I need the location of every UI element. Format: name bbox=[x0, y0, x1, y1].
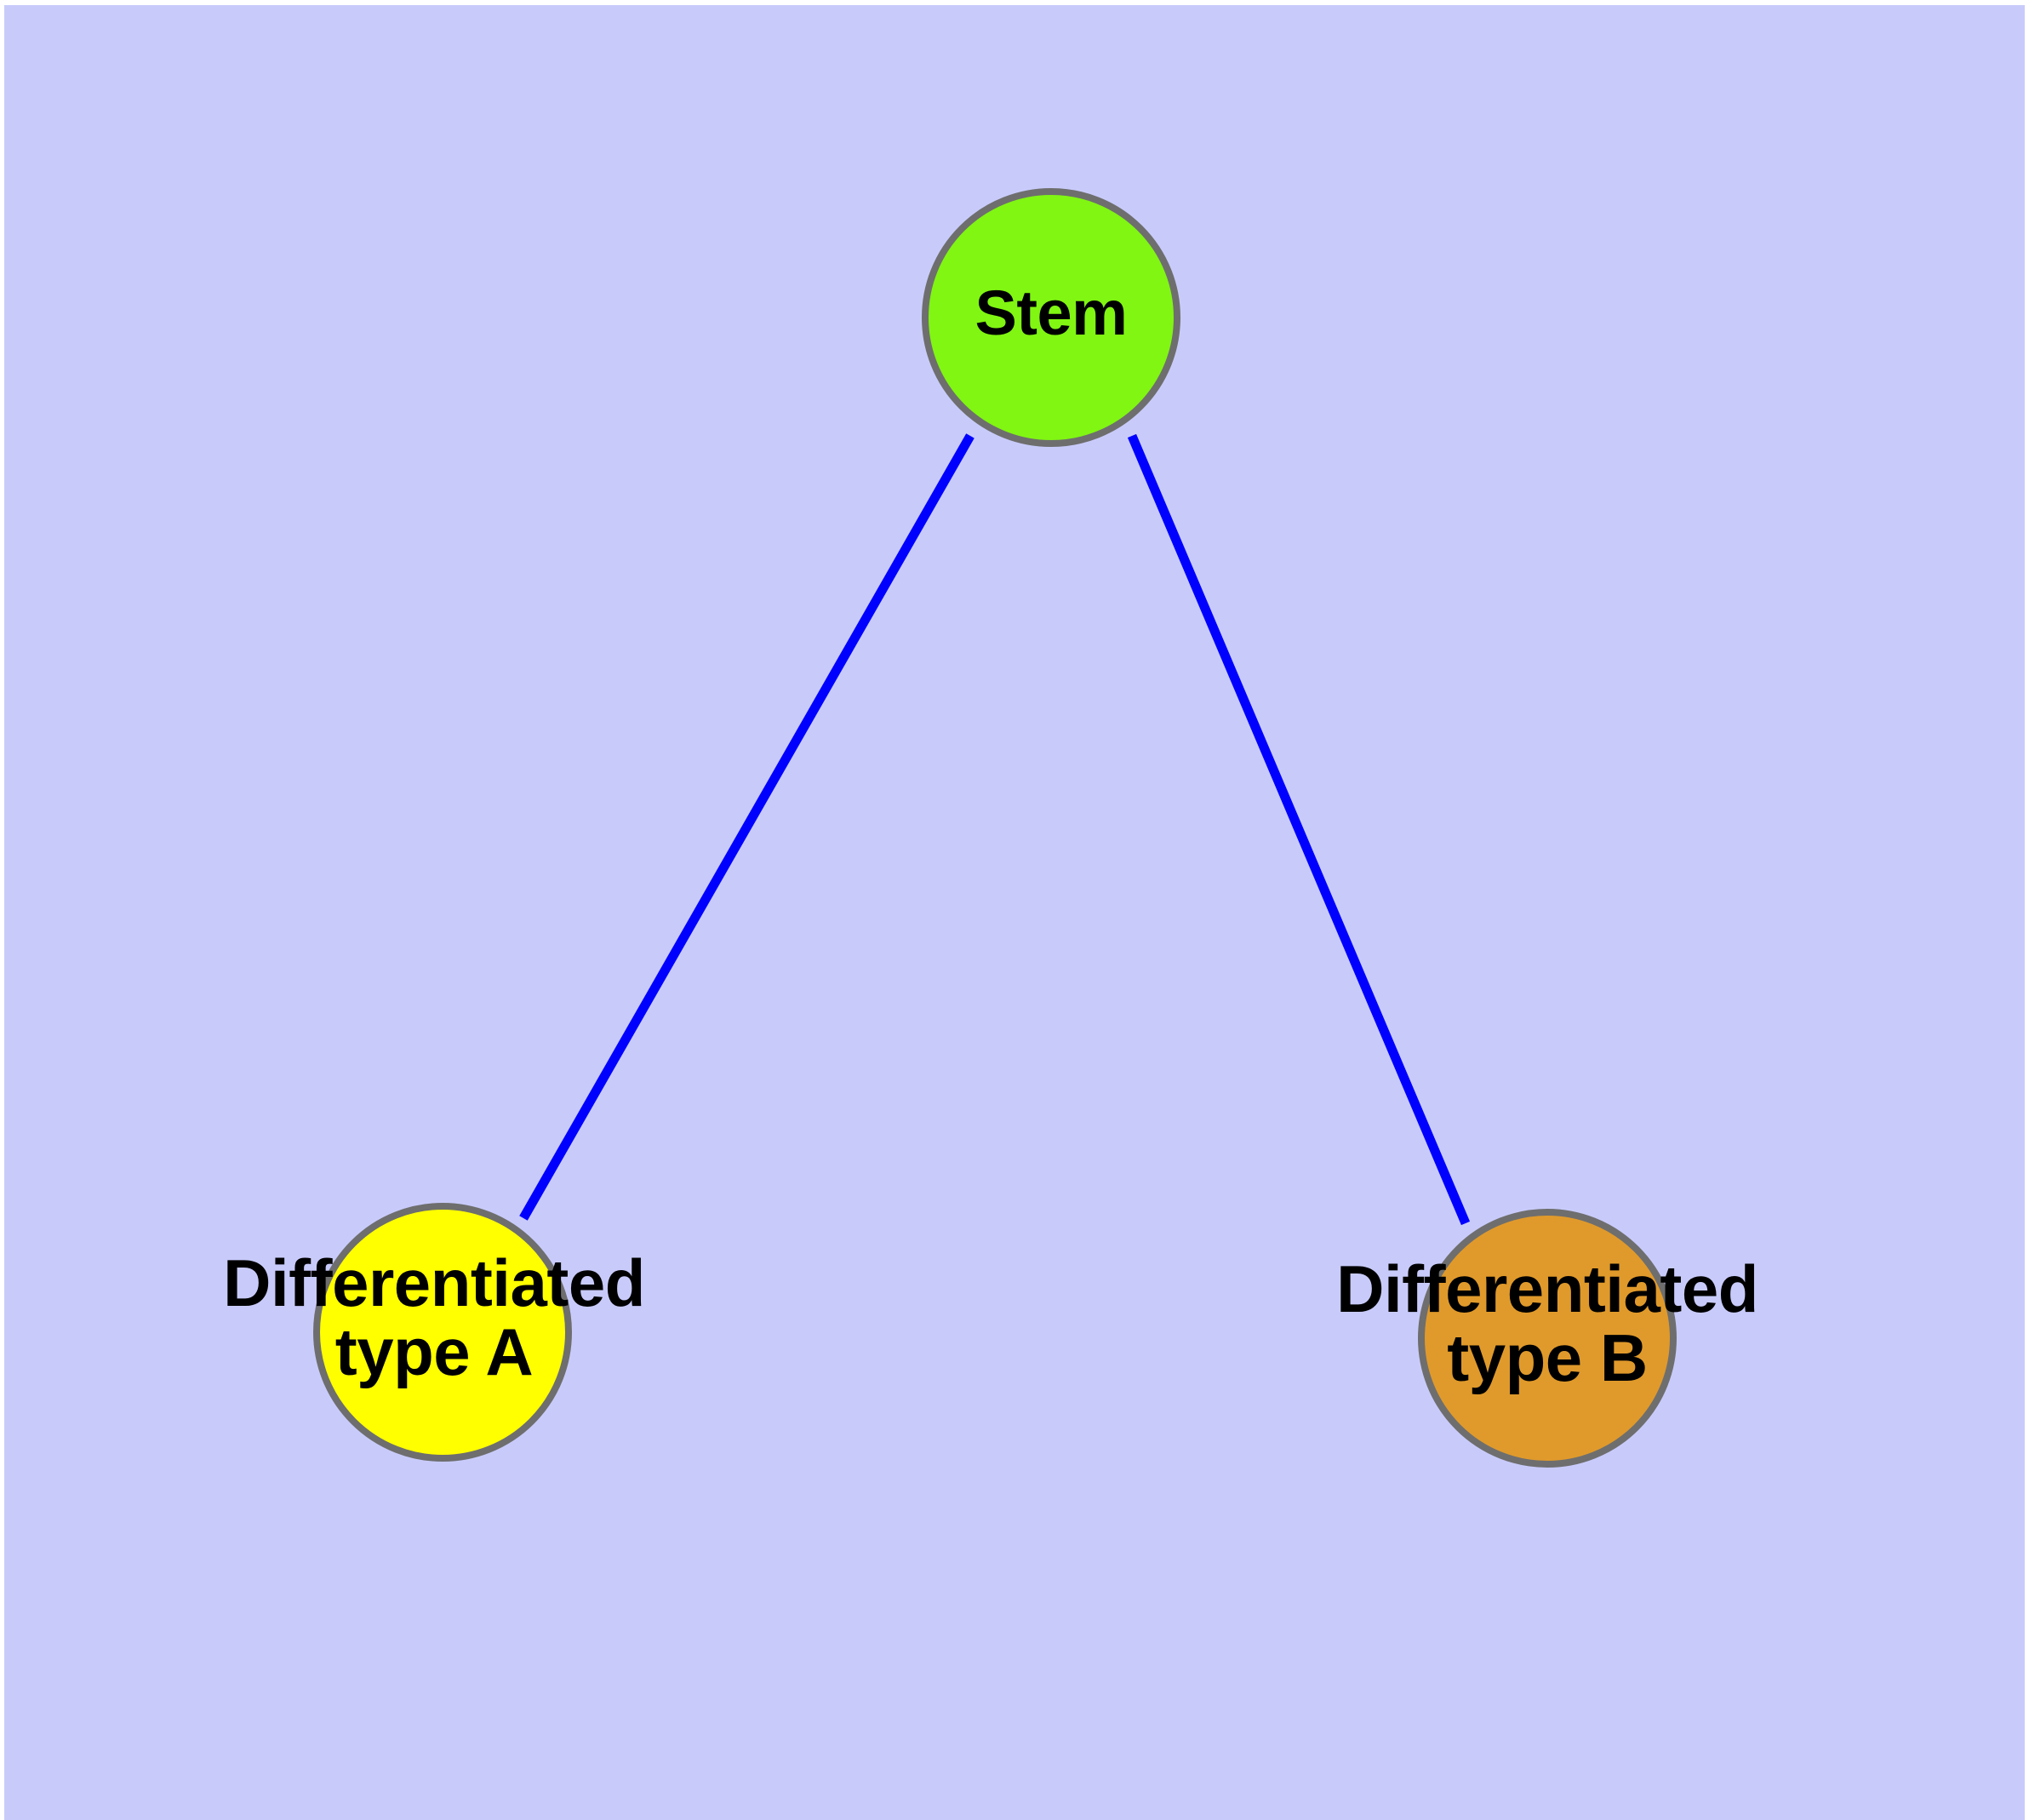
node-label-differentiated-type-b-line-1: Differentiated bbox=[1336, 1251, 1758, 1326]
node-differentiated-type-b[interactable] bbox=[1418, 1209, 1677, 1468]
edge-layer bbox=[519, 433, 1471, 1226]
node-label-differentiated-type-b-line-2: type B bbox=[1447, 1320, 1648, 1396]
node-stem[interactable] bbox=[922, 188, 1180, 447]
node-differentiated-type-a[interactable] bbox=[313, 1203, 572, 1462]
node-label-differentiated-type-a-line-2: type A bbox=[334, 1314, 534, 1390]
node-label-stem-line-1: Stem bbox=[974, 278, 1128, 348]
node-label-stem: Stem bbox=[796, 278, 1306, 348]
node-layer bbox=[313, 188, 1677, 1468]
edge-stem-to-diff-a bbox=[519, 433, 974, 1221]
node-label-differentiated-type-a: Differentiated type A bbox=[17, 1245, 851, 1390]
node-label-differentiated-type-a-line-1: Differentiated bbox=[223, 1245, 645, 1320]
node-label-differentiated-type-b: Differentiated type B bbox=[1130, 1251, 1964, 1396]
edge-stem-to-diff-b bbox=[1127, 433, 1471, 1226]
